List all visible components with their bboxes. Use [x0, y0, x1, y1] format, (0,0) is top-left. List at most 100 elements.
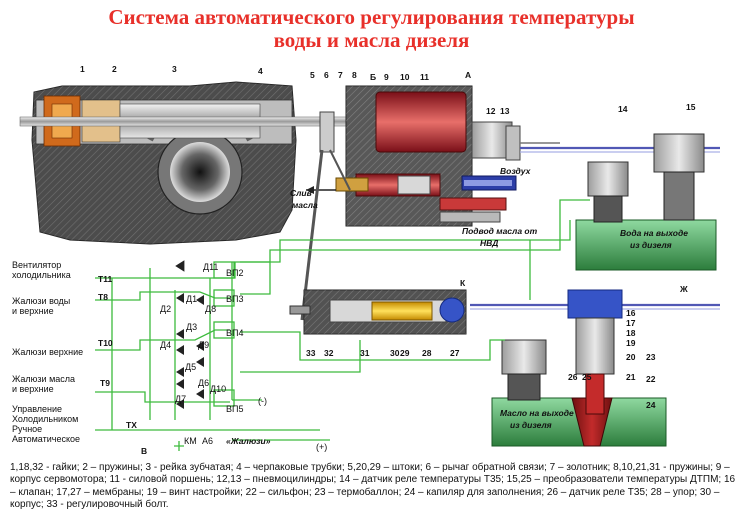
- gearbox-housing: [31, 81, 297, 245]
- oil-out-label-2: из дизеля: [510, 420, 552, 430]
- switch-Т8: Т8: [98, 292, 108, 302]
- letter-b: Б: [370, 72, 376, 82]
- diode-Д6: Д6: [198, 378, 209, 388]
- drain-label-2: масла: [292, 200, 318, 210]
- part-number-18: 18: [626, 328, 636, 338]
- air-label: Воздух: [500, 166, 532, 176]
- shutter-servo: [289, 289, 467, 335]
- circuit-label-1-line-2: холодильника: [12, 270, 71, 280]
- part-number-5: 5: [310, 70, 315, 80]
- part-number-8: 8: [352, 70, 357, 80]
- page-title: Система автоматического регулирования те…: [0, 6, 743, 52]
- valve-ВП3: ВП3: [226, 294, 243, 304]
- oil-supply-label-1: Подвод масла от: [462, 226, 538, 236]
- part-number-16: 16: [626, 308, 636, 318]
- part-number-21: 21: [626, 372, 636, 382]
- part-number-11: 11: [420, 72, 429, 82]
- oil-supply-label-2: НВД: [480, 238, 498, 248]
- label-a6: А6: [202, 436, 213, 446]
- water-tank: [575, 133, 717, 271]
- circuit-label-5-line-1: Управление: [12, 404, 62, 414]
- label-km: КМ: [184, 436, 197, 446]
- oil-out-label-1: Масло на выходе: [500, 408, 574, 418]
- part-number-14: 14: [618, 104, 628, 114]
- regulation-diagram: 1234567891011121314151617181920212223242…: [12, 64, 720, 456]
- part-number-25: 25: [582, 372, 592, 382]
- part-number-32: 32: [324, 348, 334, 358]
- part-number-23: 23: [646, 352, 656, 362]
- diode-Д5: Д5: [185, 362, 196, 372]
- oil-tank: [491, 289, 667, 447]
- part-number-2: 2: [112, 64, 117, 74]
- part-number-28: 28: [422, 348, 432, 358]
- label-plus: (+): [316, 442, 327, 452]
- letter-v: В: [141, 446, 147, 456]
- switch-Т11: Т11: [98, 274, 112, 284]
- valve-ВП5: ВП5: [226, 404, 243, 414]
- part-number-3: 3: [172, 64, 177, 74]
- water-out-label-1: Вода на выходе: [620, 228, 688, 238]
- part-number-15: 15: [686, 102, 696, 112]
- pneumo-cylinders: [471, 121, 560, 161]
- diode-Д11: Д11: [203, 262, 218, 272]
- valve-ВП4: ВП4: [226, 328, 243, 338]
- part-number-29: 29: [400, 348, 410, 358]
- servomotor: [306, 85, 517, 227]
- drain-label-1: Слив: [290, 188, 312, 198]
- circuit-label-5-line-3: Ручное: [12, 424, 42, 434]
- diode-Д7: Д7: [175, 394, 186, 404]
- circuit-label-2-line-2: и верхние: [12, 306, 54, 316]
- diode-Д2: Д2: [160, 304, 171, 314]
- part-number-6: 6: [324, 70, 329, 80]
- part-number-4: 4: [258, 66, 263, 76]
- part-number-22: 22: [646, 374, 656, 384]
- part-number-7: 7: [338, 70, 343, 80]
- part-number-10: 10: [400, 72, 410, 82]
- part-number-1: 1: [80, 64, 85, 74]
- circuit-label-4-line-2: и верхние: [12, 384, 54, 394]
- switch-Т10: Т10: [98, 338, 113, 348]
- circuit-label-2-line-1: Жалюзи воды: [12, 296, 70, 306]
- drain-line-1: Слив: [290, 188, 312, 198]
- water-out-label-2: из дизеля: [630, 240, 672, 250]
- letter-zh: Ж: [679, 284, 688, 294]
- part-number-13: 13: [500, 106, 510, 116]
- label-minus: (-): [258, 396, 267, 406]
- switch-ТХ: ТХ: [126, 420, 137, 430]
- part-number-17: 17: [626, 318, 636, 328]
- part-number-12: 12: [486, 106, 496, 116]
- title-line-2: воды и масла дизеля: [273, 28, 470, 52]
- title-line-1: Система автоматического регулирования те…: [108, 5, 635, 29]
- circuit-label-5-line-4: Автоматическое: [12, 434, 80, 444]
- valve-ВП2: ВП2: [226, 268, 243, 278]
- circuit-label-3-line-1: Жалюзи верхние: [12, 347, 83, 357]
- circuit-label-1-line-1: Вентилятор: [12, 260, 61, 270]
- part-number-9: 9: [384, 72, 389, 82]
- part-number-31: 31: [360, 348, 370, 358]
- diode-Д10: Д10: [210, 384, 226, 394]
- switch-Т9: Т9: [100, 378, 110, 388]
- drain-line-2: масла: [292, 200, 318, 210]
- letter-a: А: [465, 70, 471, 80]
- part-number-27: 27: [450, 348, 460, 358]
- control-circuit-wiring: [95, 199, 590, 451]
- feedback-lever: [300, 111, 351, 321]
- part-number-20: 20: [626, 352, 636, 362]
- label-shutters: «Жалюзи»: [226, 436, 271, 446]
- diode-Д1: Д1: [186, 294, 197, 304]
- main-shaft: [19, 116, 373, 127]
- circuit-label-5-line-2: Холодильником: [12, 414, 78, 424]
- part-number-19: 19: [626, 338, 636, 348]
- diode-Д9: Д9: [198, 340, 209, 350]
- circuit-label-4-line-1: Жалюзи масла: [12, 374, 75, 384]
- part-number-26: 26: [568, 372, 578, 382]
- diode-Д4: Д4: [160, 340, 171, 350]
- diode-Д3: Д3: [186, 322, 197, 332]
- part-number-24: 24: [646, 400, 656, 410]
- letter-k: К: [460, 278, 466, 288]
- diode-Д8: Д8: [205, 304, 216, 314]
- part-number-33: 33: [306, 348, 316, 358]
- part-number-30: 30: [390, 348, 400, 358]
